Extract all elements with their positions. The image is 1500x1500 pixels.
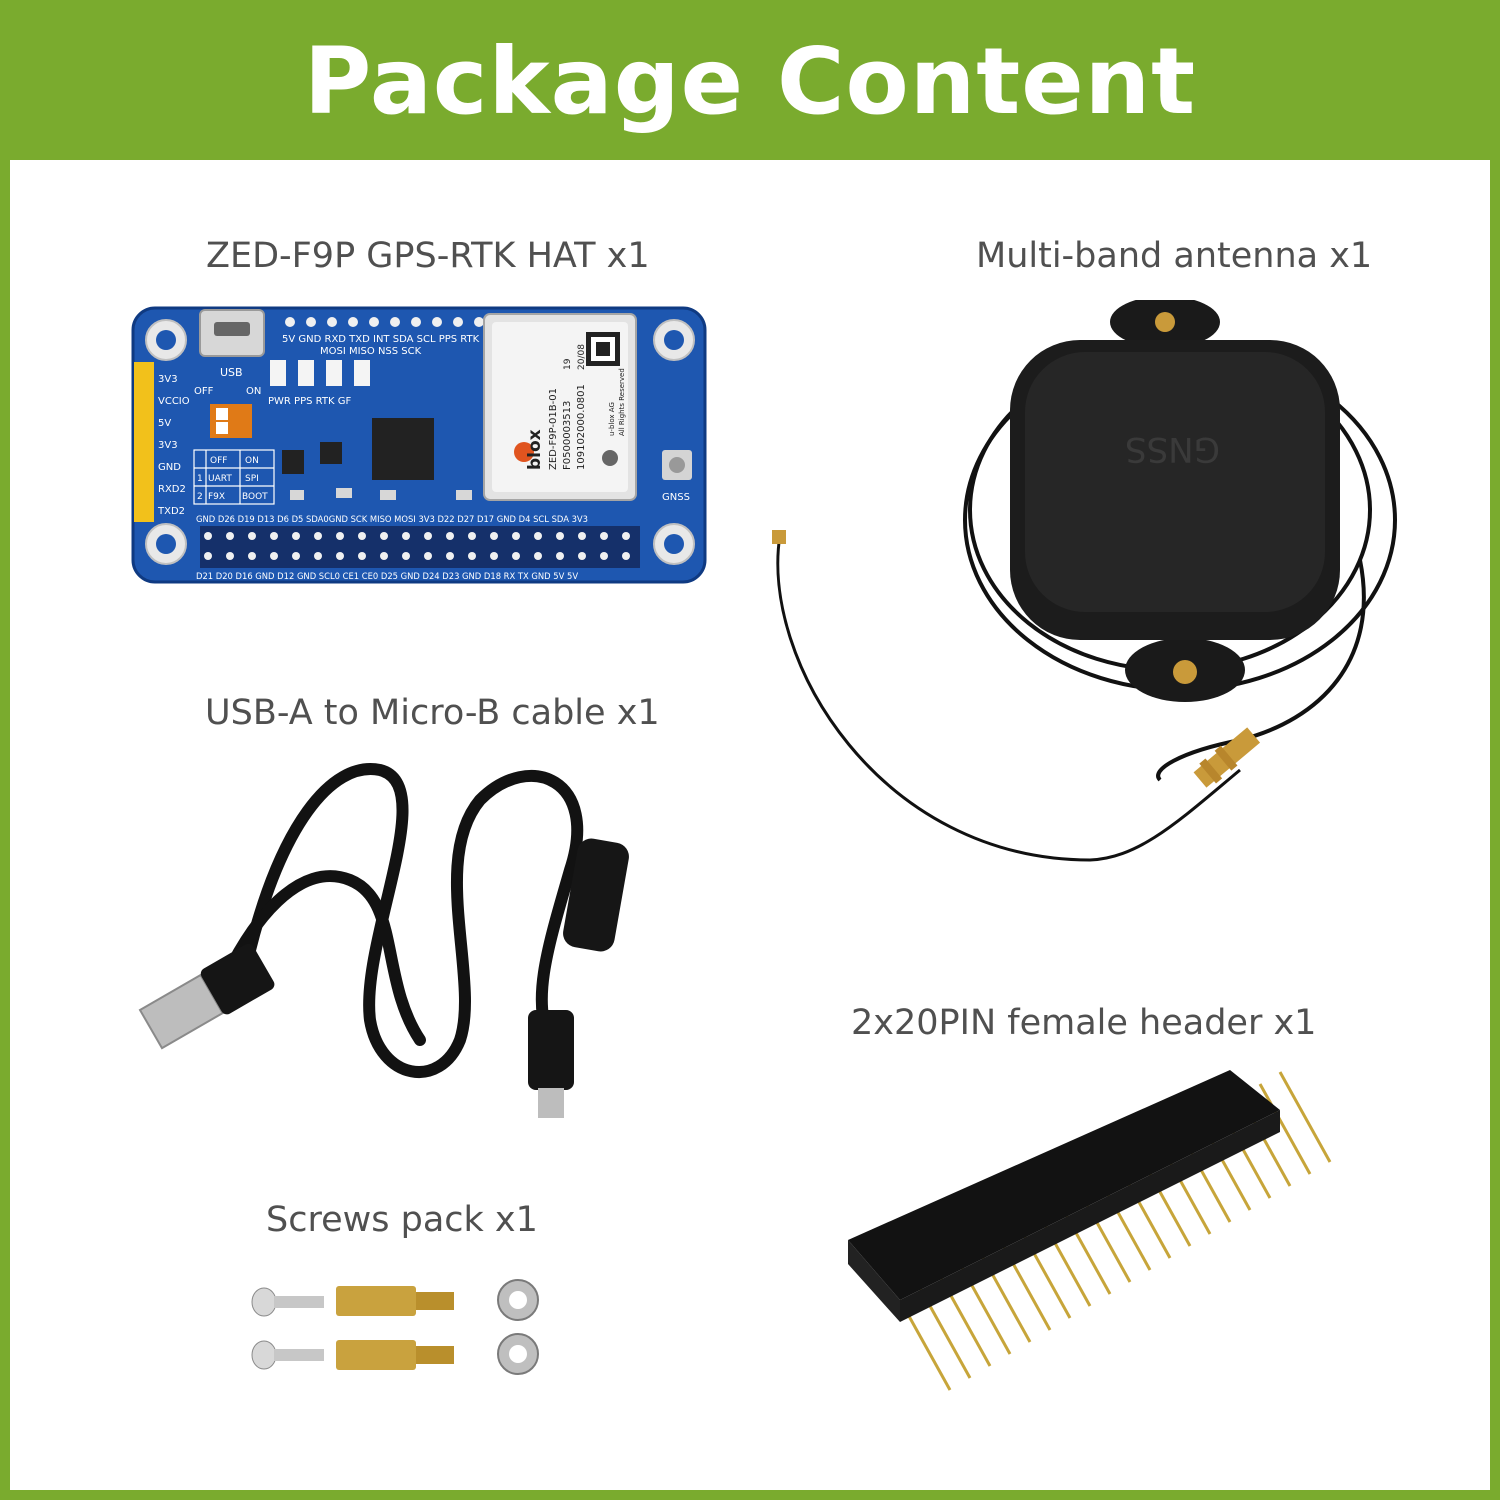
caption-cable: USB-A to Micro-B cable x1 <box>205 693 660 733</box>
mode-table-uart: UART <box>208 474 232 484</box>
module-small-2: All Rights Reserved <box>618 368 626 436</box>
bottom-pin-labels-1: GND D26 D19 D13 D6 D5 SDA0GND SCK MISO M… <box>196 514 588 524</box>
mode-table-off: OFF <box>210 456 227 466</box>
gnss-antenna-image: GNSS <box>772 300 1397 862</box>
antenna-gnss-label: GNSS <box>1125 429 1220 469</box>
mode-table-f9x: F9X <box>208 492 225 502</box>
left-pin-vccio: VCCIO <box>158 396 190 407</box>
usb-label: USB <box>220 366 243 379</box>
module-line-1: ZED-F9P-01B-01 <box>548 388 559 470</box>
module-line-3: 109102000.0801 <box>576 384 587 470</box>
module-brand: blox <box>525 429 545 470</box>
switch-on-label: ON <box>246 386 261 397</box>
screws-image <box>251 1279 539 1375</box>
gps-rtk-hat-board-image: USB 5V GND RXD TXD INT SDA SCL PPS RTK M… <box>131 306 707 584</box>
left-pin-3v3-b: 3V3 <box>158 440 178 451</box>
pin-header-image <box>848 1070 1332 1391</box>
module-line-2: F0500003513 <box>562 401 573 470</box>
mode-table-boot: BOOT <box>242 492 268 502</box>
mode-table-row1: 1 <box>197 474 203 484</box>
top-pin-labels: 5V GND RXD TXD INT SDA SCL PPS RTK <box>282 334 480 345</box>
top-pin-labels-2: MOSI MISO NSS SCK <box>320 346 422 357</box>
led-labels: PWR PPS RTK GF <box>268 396 351 407</box>
module-side-2: 20/08 <box>577 344 587 370</box>
module-small-1: u-blox AG <box>608 402 616 436</box>
mode-table-on: ON <box>245 456 259 466</box>
caption-header: 2x20PIN female header x1 <box>851 1003 1317 1043</box>
caption-antenna: Multi-band antenna x1 <box>976 236 1373 276</box>
left-pin-5v: 5V <box>158 418 171 429</box>
gnss-connector-label: GNSS <box>662 492 690 503</box>
page-title: Package Content <box>303 28 1197 135</box>
module-side-1: 19 <box>563 358 573 370</box>
mode-table-row2: 2 <box>197 492 203 502</box>
left-pin-gnd: GND <box>158 462 181 473</box>
caption-screws: Screws pack x1 <box>266 1200 538 1240</box>
left-pin-3v3: 3V3 <box>158 374 178 385</box>
switch-off-label: OFF <box>194 386 214 397</box>
mode-table-spi: SPI <box>245 474 259 484</box>
bottom-pin-labels-2: D21 D20 D16 GND D12 GND SCL0 CE1 CE0 D25… <box>196 571 578 581</box>
left-pin-txd2: TXD2 <box>157 506 185 517</box>
caption-hat: ZED-F9P GPS-RTK HAT x1 <box>206 236 650 276</box>
left-pin-rxd2: RXD2 <box>158 484 186 495</box>
usb-cable-image <box>138 763 629 1118</box>
